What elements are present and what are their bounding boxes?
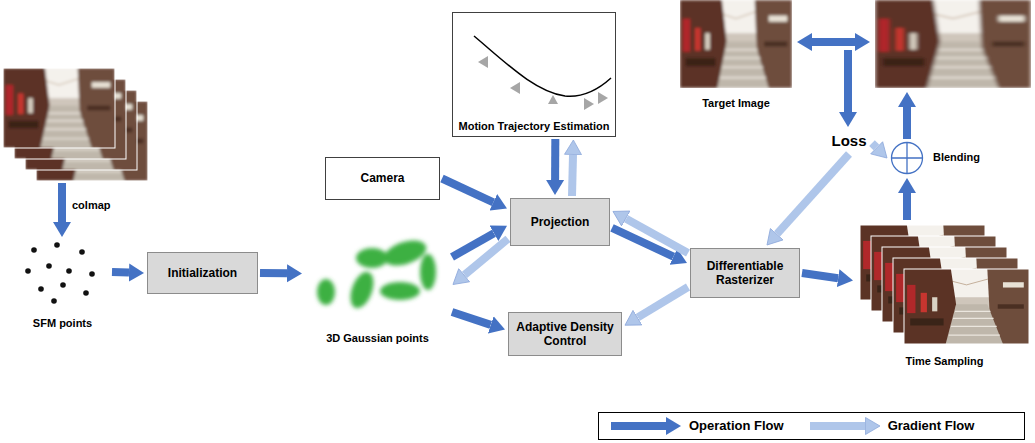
sfm-dots	[25, 242, 95, 304]
image-figure: Target Image	[678, 0, 794, 110]
input-box: Camera	[325, 157, 440, 200]
operation-arrow	[551, 139, 559, 180]
camera-poses	[478, 56, 608, 110]
gradient-arrow	[777, 154, 849, 234]
legend-text: Gradient Flow	[888, 418, 975, 434]
node-text: 3D Gaussian points	[326, 332, 429, 345]
compare-arrow	[812, 38, 855, 46]
process-box: Adaptive Density Control	[508, 312, 622, 356]
legend-text: Operation Flow	[689, 418, 784, 434]
input-image-stack	[3, 68, 148, 181]
blended-image	[875, 0, 1031, 88]
node-text: SFM points	[33, 317, 92, 330]
gaussian-figure: 3D Gaussian points	[305, 235, 450, 345]
image-stack: Time Sampling	[856, 222, 1033, 368]
target-image	[680, 0, 792, 88]
legend-entry: Gradient Flow	[808, 416, 975, 436]
node-text: Adaptive Density Control	[515, 320, 615, 349]
gaussian-blobs	[317, 236, 436, 312]
node-text: Differentiable Rasterizer	[697, 259, 793, 288]
legend-arrow	[609, 416, 681, 436]
node-text: Loss	[831, 132, 866, 150]
blend-node: Blending	[890, 141, 990, 175]
gradient-arrow	[568, 155, 577, 196]
operation-arrow	[442, 179, 493, 203]
operation-arrow	[112, 268, 129, 277]
loss-arrow	[844, 50, 852, 112]
node-text: Motion Trajectory Estimation	[459, 120, 610, 133]
node-text: Camera	[360, 171, 404, 185]
points-figure: SFM points	[15, 238, 110, 330]
gradient-arrow	[465, 239, 508, 275]
process-box: Initialization	[147, 252, 258, 294]
legend-box: Operation Flow Gradient Flow	[598, 412, 1025, 440]
process-box: Projection	[510, 198, 610, 246]
connector-layer	[112, 139, 907, 325]
gradient-arrow	[872, 143, 876, 147]
trajectory-curve	[474, 36, 611, 96]
trajectory-box: Motion Trajectory Estimation	[452, 12, 616, 137]
node-text: Target Image	[702, 97, 770, 110]
node-text: Projection	[531, 215, 590, 229]
colmap-arrow	[58, 183, 66, 222]
operation-arrow	[903, 193, 911, 220]
gradient-arrow	[626, 219, 688, 253]
node-text: Time Sampling	[905, 355, 983, 368]
input-frame	[3, 68, 115, 148]
process-box: Differentiable Rasterizer	[690, 248, 800, 298]
node-text: Initialization	[168, 266, 237, 280]
step-label: colmap	[72, 199, 111, 211]
operation-arrow	[260, 269, 287, 277]
loss-label: Loss	[828, 130, 870, 152]
gradient-arrow	[638, 287, 688, 317]
time-sampling-stack	[860, 225, 1029, 344]
node-text: Blending	[933, 151, 980, 164]
legend-entry: Operation Flow	[609, 416, 784, 436]
operation-arrow	[452, 312, 491, 325]
blend-output-arrow	[903, 107, 911, 139]
legend-arrow	[808, 416, 880, 436]
operation-arrow	[802, 273, 838, 278]
blend-symbol	[890, 141, 924, 175]
